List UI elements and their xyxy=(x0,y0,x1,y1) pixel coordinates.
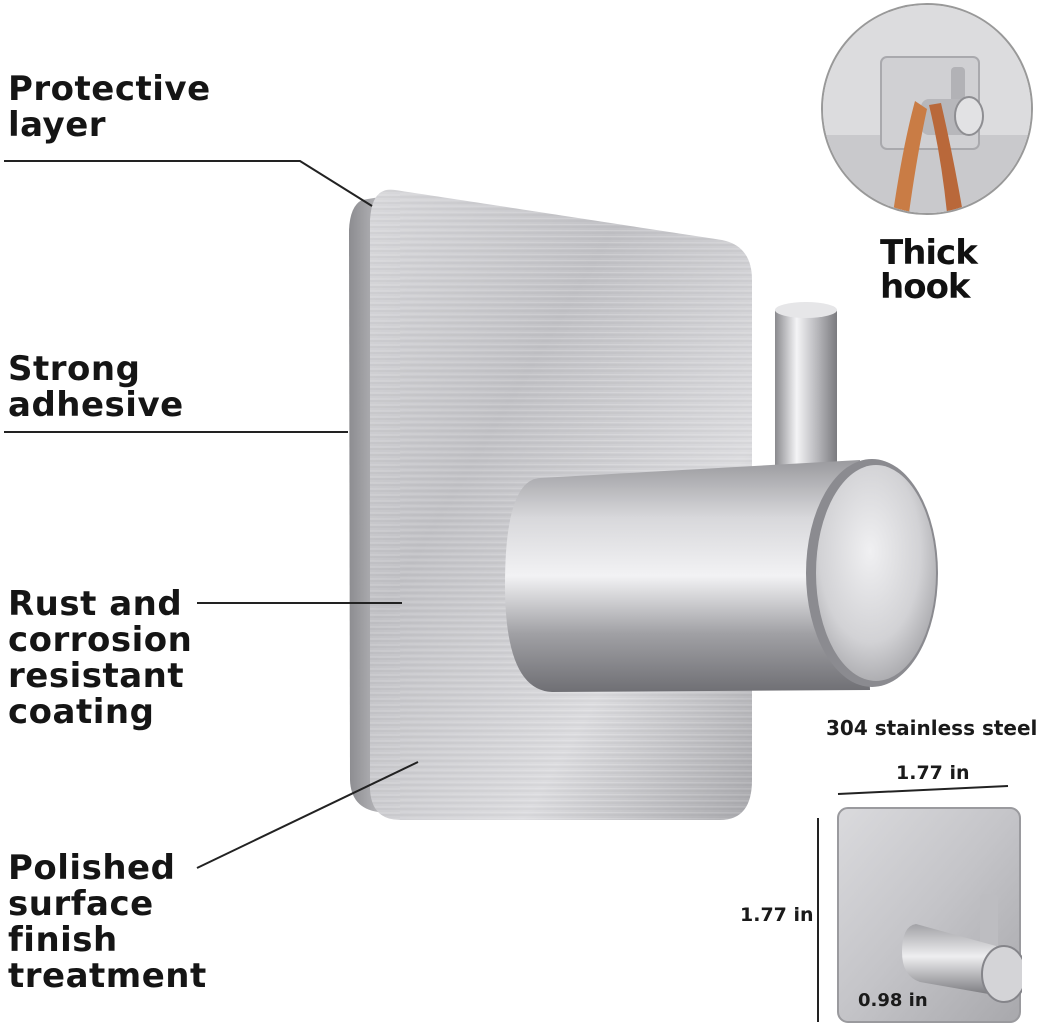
callout-strong-adhesive: Strong adhesive xyxy=(8,349,184,425)
material-label: 304 stainless steel xyxy=(826,716,1038,740)
width-dimension-label: 1.77 in xyxy=(896,762,970,784)
callout-rust-resistant: Rust and corrosion resistant coating xyxy=(8,584,193,732)
callout-protective-layer: Protective layer xyxy=(8,69,211,145)
depth-dimension-label: 0.98 in xyxy=(858,990,928,1011)
thick-hook-caption: Thick hook xyxy=(880,233,978,307)
height-dimension-label: 1.77 in xyxy=(740,904,814,926)
thick-hook-inset-image xyxy=(821,3,1033,215)
protective-leader-line xyxy=(4,160,373,207)
callout-polished-finish: Polished surface finish treatment xyxy=(8,848,207,996)
dimension-hook-image xyxy=(836,806,1027,1024)
polished-leader-line xyxy=(196,761,419,869)
